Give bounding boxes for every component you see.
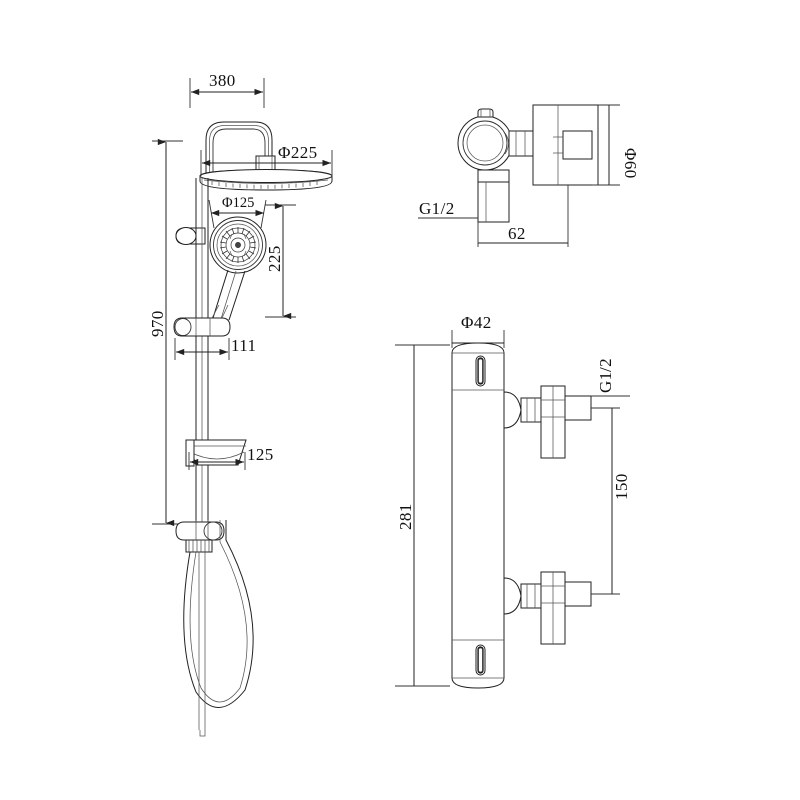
dimension-g12-bottom: G1 /2 — [591, 358, 630, 397]
dimension-label-150: 150 — [612, 473, 631, 500]
mixer-body — [451, 342, 505, 689]
dimension-150: 150 — [591, 407, 631, 595]
mixer-inlet-lower — [503, 571, 592, 645]
soap-dish — [185, 439, 247, 467]
dimension-dia-225 — [200, 150, 333, 176]
dimension-dia-60: Φ60 — [592, 104, 640, 186]
dimension-125 — [188, 452, 246, 470]
dimension-970: 970 — [148, 138, 183, 527]
dimension-62: 62 — [477, 185, 569, 247]
valve-neck — [504, 130, 534, 157]
dimension-380 — [189, 78, 265, 108]
dimension-label-g12-bottom-2: /2 — [596, 358, 615, 372]
dimension-label-380: 380 — [209, 71, 236, 90]
view-shower-column: 225 970 — [148, 78, 333, 737]
dimension-label-dia-60: Φ60 — [621, 148, 640, 179]
dimension-label-g12-top: G1/2 — [419, 199, 455, 218]
slider-bracket — [173, 304, 231, 337]
dimension-label-dia-42: Φ42 — [461, 313, 492, 332]
dimension-label-dia-125: Φ125 — [222, 195, 254, 211]
view-thermostatic-mixer: Φ42 — [395, 313, 631, 689]
dimension-281: 281 — [395, 344, 450, 687]
valve-flange-block — [532, 104, 599, 186]
valve-round-body — [457, 108, 513, 171]
bottom-outlet-elbow — [175, 520, 225, 553]
flexible-hose — [183, 520, 254, 737]
dimension-label-970: 970 — [148, 310, 167, 337]
hand-shower-assembly — [175, 216, 267, 321]
bottom-inlet-connector — [477, 169, 510, 223]
horizontal-dimension-labels: 380 Φ225 Φ125 111 125 — [209, 71, 318, 464]
dimension-label-dia-225: Φ225 — [278, 143, 318, 162]
threaded-spigot-top — [553, 130, 593, 160]
dimension-225: 225 — [265, 202, 296, 320]
dimension-label-225: 225 — [265, 245, 284, 272]
dimension-label-281: 281 — [396, 503, 415, 530]
dimension-111 — [174, 338, 230, 360]
overhead-rain-head — [199, 155, 333, 191]
mixer-inlet-upper — [503, 385, 592, 459]
dimension-g12-top: G1/2 — [418, 199, 478, 219]
dimension-label-g12-bottom-1: G1 — [596, 371, 615, 393]
dimension-label-125: 125 — [247, 445, 274, 464]
shower-riser-arm — [205, 121, 273, 178]
dimension-label-111: 111 — [231, 336, 256, 355]
dimension-label-62: 62 — [508, 224, 526, 243]
view-wall-outlet-valve: Φ60 G1/2 62 — [418, 104, 640, 247]
